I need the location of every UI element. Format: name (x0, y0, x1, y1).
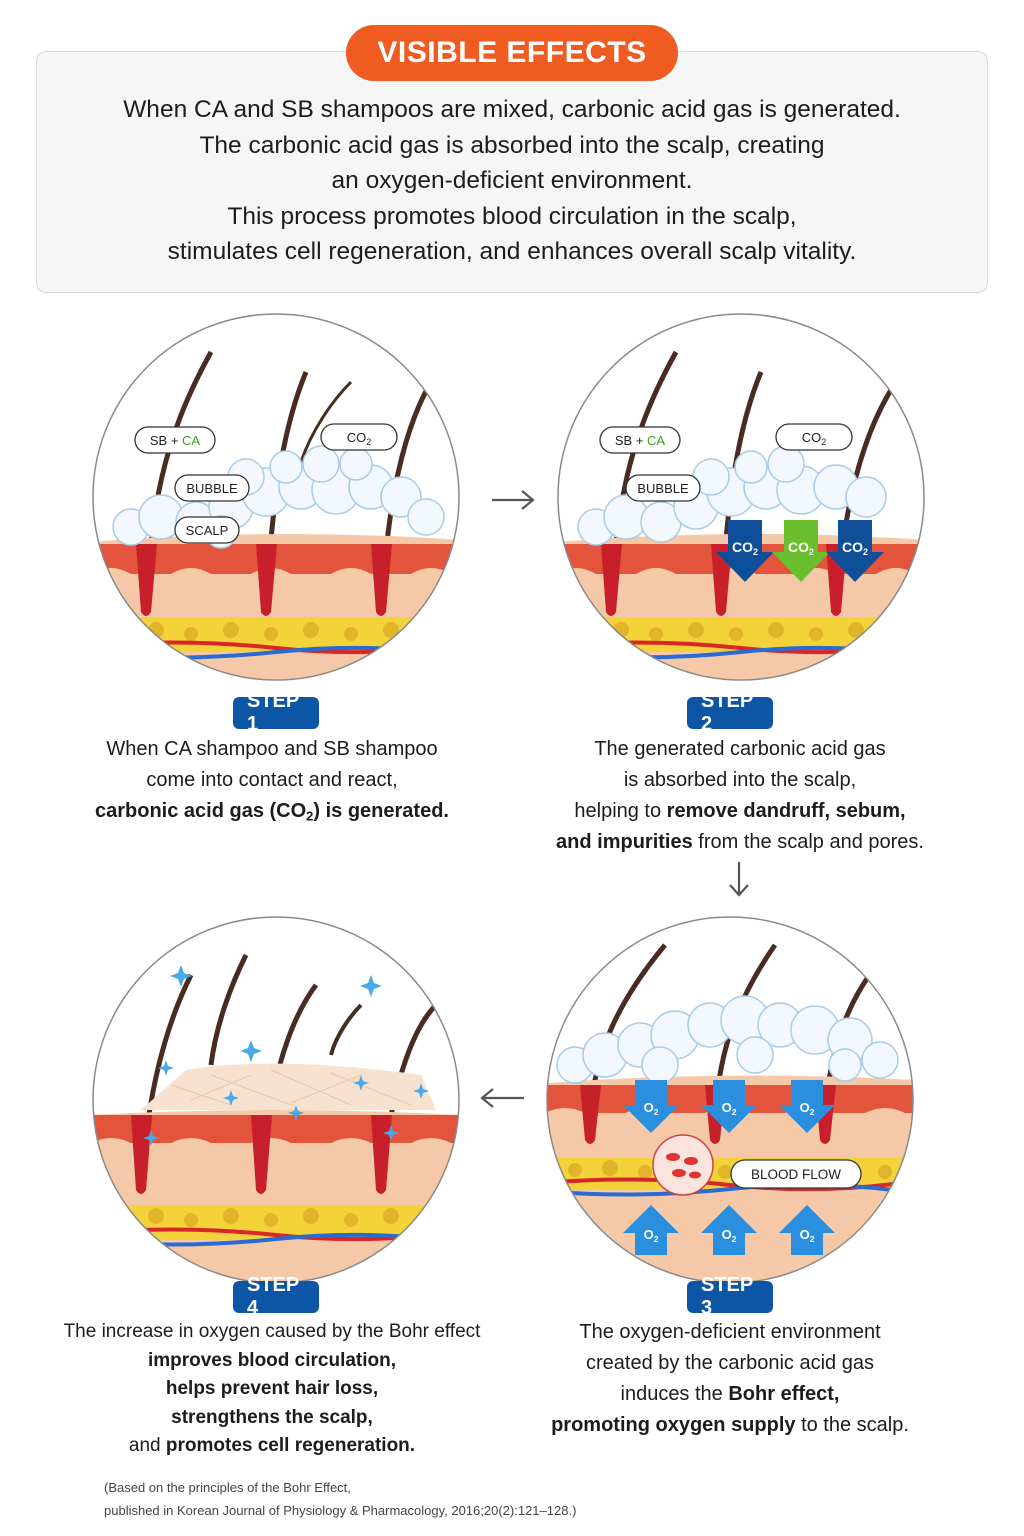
caption-line: and promotes cell regeneration. (128, 1435, 416, 1456)
step3-caption: The oxygen-deficient environment created … (520, 1317, 940, 1441)
intro-line: The carbonic acid gas is absorbed into t… (199, 131, 825, 159)
arrow-right-icon (492, 490, 535, 510)
intro-panel (36, 51, 988, 293)
svg-text:O2: O2 (800, 1100, 815, 1117)
arrow-down-icon (729, 862, 749, 897)
sb-label: SB + (150, 433, 182, 448)
step2-caption: The generated carbonic acid gas is absorb… (520, 734, 960, 858)
caption-line: come into contact and react, (146, 769, 398, 791)
step1-illustration: SB + CA CO2 BUBBLE SCALP (91, 312, 461, 682)
svg-text:O2: O2 (644, 1100, 659, 1117)
step4-illustration (91, 915, 461, 1285)
caption-line: promoting oxygen supply to the scalp. (551, 1414, 909, 1436)
svg-text:O2: O2 (644, 1227, 659, 1244)
step3-illustration: BLOOD FLOW O2 O2 O2 O2 O2 O2 (545, 915, 915, 1285)
caption-line: and impurities from the scalp and pores. (556, 831, 924, 853)
caption-line: carbonic acid gas (CO2) is generated. (94, 800, 449, 824)
intro-line: When CA and SB shampoos are mixed, carbo… (123, 96, 901, 123)
svg-text:CO2: CO2 (842, 539, 868, 557)
scalp-label: SCALP (186, 523, 229, 538)
co2-arrow: CO2 (772, 520, 830, 582)
caption-line: created by the carbonic acid gas (586, 1352, 874, 1374)
caption-line: strengthens the scalp, (171, 1406, 373, 1428)
svg-text:O2: O2 (800, 1227, 815, 1244)
caption-line: The increase in oxygen caused by the Boh… (63, 1321, 481, 1342)
intro-line: stimulates cell regeneration, and enhanc… (167, 238, 857, 265)
arrow-left-icon (480, 1088, 524, 1108)
caption-line: improves blood circulation, (147, 1349, 397, 1371)
svg-text:BUBBLE: BUBBLE (637, 481, 689, 496)
ca-label: CA (182, 433, 200, 448)
svg-text:SB + CA: SB + CA (615, 433, 666, 448)
step2-illustration: CO2 CO2 CO2 SB + CA CO2 BUBBLE (556, 312, 926, 682)
co2-arrow: CO2 (826, 520, 884, 582)
footnote-line: (Based on the principles of the Bohr Eff… (104, 1480, 351, 1495)
blood-flow-label: BLOOD FLOW (751, 1167, 841, 1182)
step1-badge: STEP 1 (233, 690, 319, 735)
footnote-line: published in Korean Journal of Physiolog… (104, 1503, 577, 1518)
step4-caption: The increase in oxygen caused by the Boh… (52, 1318, 492, 1461)
intro-line: an oxygen-deficient environment. (331, 167, 693, 194)
intro-line: This process promotes blood circulation … (227, 202, 797, 230)
page-title: VISIBLE EFFECTS (346, 25, 678, 81)
caption-line: The generated carbonic acid gas (594, 738, 886, 760)
footnote: (Based on the principles of the Bohr Eff… (104, 1476, 576, 1522)
svg-text:CO2: CO2 (732, 539, 758, 557)
svg-text:SB + CA: SB + CA (150, 433, 201, 448)
svg-text:CO2: CO2 (347, 430, 372, 447)
caption-line: helps prevent hair loss, (165, 1378, 379, 1399)
step2-badge: STEP 2 (687, 690, 773, 735)
caption-line: helping to remove dandruff, sebum, (574, 800, 906, 822)
step1-caption: When CA shampoo and SB shampoo come into … (62, 734, 482, 831)
svg-text:CO2: CO2 (788, 539, 814, 557)
svg-text:CO2: CO2 (802, 430, 827, 447)
caption-line: is absorbed into the scalp, (623, 769, 857, 791)
bubble-label: BUBBLE (186, 481, 238, 496)
caption-line: When CA shampoo and SB shampoo (106, 738, 438, 760)
svg-text:O2: O2 (722, 1227, 737, 1244)
step3-badge: STEP 3 (687, 1274, 773, 1319)
caption-line: induces the Bohr effect, (620, 1383, 840, 1405)
intro-text: When CA and SB shampoos are mixed, carbo… (60, 92, 964, 270)
co2-arrow: CO2 (716, 520, 774, 582)
svg-text:O2: O2 (722, 1100, 737, 1117)
caption-line: The oxygen-deficient environment (579, 1321, 881, 1343)
step4-badge: STEP 4 (233, 1274, 319, 1319)
